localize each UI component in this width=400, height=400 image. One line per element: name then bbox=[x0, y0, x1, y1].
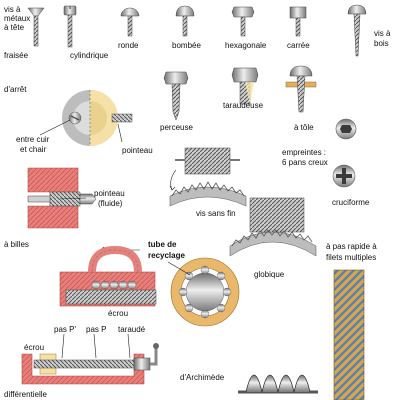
globoid-worm-illustration bbox=[229, 197, 317, 257]
set-screw-illustration bbox=[62, 90, 133, 146]
label-empreintes-2: 6 pans creux bbox=[282, 158, 328, 167]
label-entre-cuir-1: entre cuir bbox=[16, 135, 50, 144]
label-pointeau-fluide-2: (fluide) bbox=[98, 199, 123, 208]
self-drilling-screw-illustration bbox=[163, 71, 189, 121]
countersunk-screw-illustration bbox=[27, 7, 45, 47]
worm-gear-illustration bbox=[169, 147, 247, 207]
round-head-screw-illustration bbox=[120, 7, 140, 37]
label-cylindrique: cylindrique bbox=[70, 51, 109, 60]
label-carree: carrée bbox=[287, 41, 310, 50]
label-perceuse: perceuse bbox=[160, 123, 193, 132]
label-hexagonale: hexagonale bbox=[225, 41, 267, 50]
multi-start-thread-illustration bbox=[333, 269, 365, 400]
label-vis-metal-3: à tête bbox=[4, 23, 25, 32]
archimedes-screw-illustration bbox=[238, 374, 318, 394]
label-vis-metal-1: vis à bbox=[4, 5, 21, 14]
label-globique: globique bbox=[254, 270, 285, 279]
label-vis-metal-2: métaux bbox=[4, 14, 30, 23]
label-a-billes: à billes bbox=[4, 240, 29, 249]
ball-screw-illustration bbox=[59, 245, 157, 307]
label-a-tole: à tôle bbox=[294, 123, 314, 132]
label-archimede: d'Archimède bbox=[180, 373, 225, 382]
label-tube-recyclage-1: tube de bbox=[148, 240, 177, 249]
square-head-screw-illustration bbox=[289, 6, 307, 37]
label-vis-sans-fin: vis sans fin bbox=[196, 209, 236, 218]
hex-socket-icon bbox=[335, 118, 357, 140]
sheet-metal-screw-illustration bbox=[285, 65, 317, 113]
label-ecrou-ball: écrou bbox=[108, 309, 128, 318]
thread-cutting-screw-illustration bbox=[231, 67, 259, 105]
label-vis-bois-2: bois bbox=[374, 39, 389, 48]
label-taraudeuse: taraudeuse bbox=[223, 101, 264, 110]
label-pas-p-prime: pas P' bbox=[54, 325, 76, 334]
label-vis-bois-1: vis à bbox=[374, 29, 391, 38]
label-bombee: bombée bbox=[172, 41, 201, 50]
hex-head-screw-illustration bbox=[231, 6, 255, 37]
label-pointeau: pointeau bbox=[122, 146, 153, 155]
label-cruciforme: cruciforme bbox=[332, 198, 370, 207]
label-fraisee: fraisée bbox=[4, 51, 29, 60]
label-entre-cuir-2: et chair bbox=[20, 145, 47, 154]
label-taraude: taraudé bbox=[118, 325, 146, 334]
label-pas-rapide-1: à pas rapide à bbox=[326, 242, 377, 251]
ball-nut-section-illustration bbox=[170, 257, 240, 327]
label-pointeau-fluide-1: pointeau bbox=[94, 189, 125, 198]
label-pas-rapide-2: filets multiples bbox=[326, 253, 376, 262]
needle-valve-illustration bbox=[27, 167, 97, 229]
label-empreintes-1: empreintes : bbox=[282, 148, 326, 157]
differential-screw-illustration bbox=[21, 343, 159, 385]
wood-screw-illustration bbox=[347, 4, 367, 57]
pan-head-screw-illustration bbox=[175, 5, 195, 37]
label-ecrou-diff: écrou bbox=[24, 343, 44, 352]
label-pas-p: pas P bbox=[86, 325, 106, 334]
cruciform-recess-icon bbox=[332, 164, 356, 188]
label-ronde: ronde bbox=[118, 41, 139, 50]
label-tube-recyclage-2: recyclage bbox=[148, 251, 185, 260]
cylinder-head-screw-illustration bbox=[63, 5, 77, 48]
label-differentielle: différentielle bbox=[4, 390, 48, 399]
label-arret: d'arrêt bbox=[4, 85, 27, 94]
